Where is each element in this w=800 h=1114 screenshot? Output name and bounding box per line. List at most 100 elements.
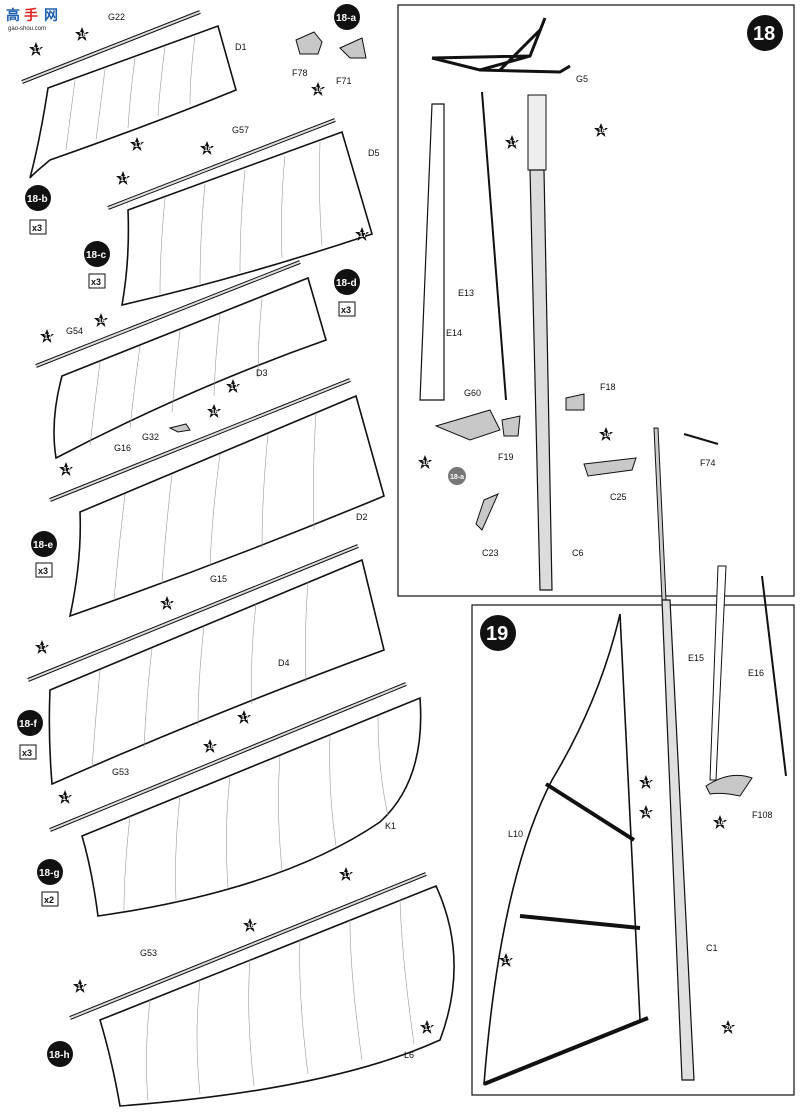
svg-text:17: 17 [39,645,47,652]
svg-text:18: 18 [753,23,775,45]
part-label-c1: C1 [706,943,718,953]
svg-text:18-g: 18-g [39,868,60,879]
glue-17-icon: 17 [339,867,353,881]
svg-text:16: 16 [643,810,651,817]
svg-text:17: 17 [503,958,511,965]
svg-text:16: 16 [315,87,323,94]
substep-18-d: 18-d x3 [334,269,360,317]
svg-text:17: 17 [424,1025,432,1032]
substep-18-g: 18-g x2 [37,859,63,907]
svg-text:17: 17 [120,176,128,183]
svg-text:18-f: 18-f [19,719,37,730]
svg-text:17: 17 [509,140,517,147]
glue-16-icon: 16 [207,404,221,418]
part-label-g22: G22 [108,12,125,22]
svg-text:16: 16 [598,128,606,135]
svg-text:17: 17 [77,984,85,991]
part-label-d1: D1 [235,42,247,52]
svg-text:16: 16 [422,460,430,467]
svg-text:18-b: 18-b [27,194,48,205]
part-label-k1: K1 [385,821,396,831]
svg-text:16: 16 [247,923,255,930]
glue-16-icon: 16 [160,596,174,610]
svg-text:18-c: 18-c [86,250,106,261]
part-label-e16: E16 [748,668,764,678]
svg-text:x3: x3 [38,566,48,576]
glue-16-icon: 16 [311,82,325,96]
svg-text:16: 16 [717,820,725,827]
svg-text:16: 16 [79,32,87,39]
svg-text:18-d: 18-d [336,278,357,289]
step-badge [747,15,783,51]
glue-17-icon: 17 [29,42,43,56]
glue-16-icon: 16 [75,27,89,41]
svg-text:20: 20 [725,1025,733,1032]
svg-text:16: 16 [211,409,219,416]
svg-text:17: 17 [230,384,238,391]
glue-17-icon: 17 [505,135,519,149]
svg-text:16: 16 [98,318,106,325]
svg-text:手: 手 [24,7,38,24]
svg-text:17: 17 [241,715,249,722]
part-label-c6: C6 [572,548,584,558]
part-label-f19: F19 [498,452,514,462]
glue-20-icon: 20 [721,1020,735,1034]
svg-text:x3: x3 [91,277,101,287]
part-label-f78: F78 [292,68,308,78]
part-label-d4: D4 [278,658,290,668]
part-label-g60: G60 [464,388,481,398]
part-label-g32: G32 [142,432,159,442]
sail-assembly-d2: G32 G16 D2 17 16 [49,378,385,618]
substep-18-a: 18-a F78 F71 16 [292,4,367,96]
substep-18-b: 18-b x3 [25,185,51,235]
svg-text:x3: x3 [341,305,351,315]
glue-16-icon: 16 [243,918,257,932]
svg-text:17: 17 [134,142,142,149]
sail-assembly-d5: G57 D5 17 16 17 [107,118,380,307]
substep-badge [334,4,360,30]
glue-17-icon: 17 [116,171,130,185]
part-label-l6: L6 [404,1050,414,1060]
part-label-g54: G54 [66,326,83,336]
svg-text:x3: x3 [22,748,32,758]
svg-text:17: 17 [359,232,367,239]
svg-text:17: 17 [44,334,52,341]
svg-text:18-e: 18-e [33,540,53,551]
part-label-c23: C23 [482,548,499,558]
part-label-e13: E13 [458,288,474,298]
svg-text:17: 17 [343,872,351,879]
glue-17-icon: 17 [35,640,49,654]
glue-17-icon: 17 [58,790,72,804]
svg-text:16: 16 [603,432,611,439]
part-label-g57: G57 [232,125,249,135]
part-label-d3: D3 [256,368,268,378]
substep-18-f: 18-f x3 [17,710,43,760]
svg-text:17: 17 [63,467,71,474]
svg-text:x3: x3 [32,223,42,233]
svg-text:16: 16 [204,146,212,153]
svg-text:16: 16 [207,744,215,751]
part-label-d2: D2 [356,512,368,522]
svg-text:18-a: 18-a [336,13,356,24]
watermark-logo: 高 手 网 gao-shou.com [6,7,58,32]
svg-text:gao-shou.com: gao-shou.com [8,26,46,32]
sail-assembly-d3: G54 D3 17 16 17 [35,260,327,460]
sail-assembly-d1: G22 D1 17 16 17 [21,10,247,179]
svg-text:17: 17 [62,795,70,802]
part-label-f74: F74 [700,458,716,468]
part-label-f18: F18 [600,382,616,392]
substep-reference-badge [448,467,466,485]
glue-16-icon: 16 [203,739,217,753]
glue-16-icon: 16 [594,123,608,137]
glue-16-icon: 16 [639,805,653,819]
part-label-f108: F108 [752,810,773,820]
svg-text:高: 高 [6,7,20,24]
part-label-e14: E14 [446,328,462,338]
glue-17-icon: 17 [130,137,144,151]
step-badge [480,615,516,651]
glue-17-icon: 17 [59,462,73,476]
substep-18-c: 18-c x3 [84,241,110,289]
panel-step-18: 18 G5 C6 E13 E14 G60 F18 F19 C25 C23 18-… [397,4,795,597]
glue-17-icon: 17 [355,227,369,241]
